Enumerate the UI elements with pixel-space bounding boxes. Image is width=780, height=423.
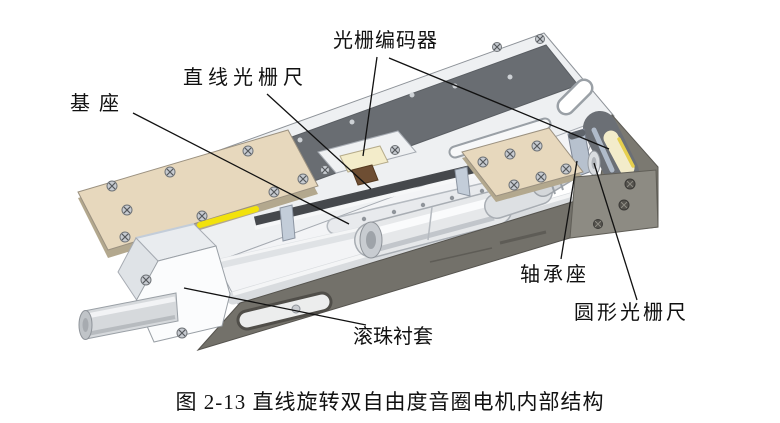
label-ball-bushing: 滚珠衬套: [353, 326, 433, 348]
voice-coil-motor-cylinder: [354, 161, 577, 259]
label-circular-grating-scale: 圆形光栅尺: [574, 302, 689, 324]
output-shaft: [78, 292, 179, 340]
base-front-wall: [196, 197, 586, 351]
support-posts: [279, 166, 471, 242]
label-base: 基座: [70, 93, 128, 115]
right-end-face: [569, 169, 659, 239]
label-grating-encoder: 光栅编码器: [333, 30, 438, 52]
figure-caption: 图 2-13 直线旋转双自由度音圈电机内部结构: [175, 390, 605, 414]
encoder-read-head: [317, 130, 417, 186]
tan-cover-plate-left: [77, 129, 319, 258]
tan-cover-plate-right: [461, 127, 584, 202]
label-linear-grating-scale: 直线光栅尺: [183, 67, 308, 89]
label-bearing-seat: 轴承座: [520, 264, 589, 286]
leader-lines: [132, 56, 638, 326]
